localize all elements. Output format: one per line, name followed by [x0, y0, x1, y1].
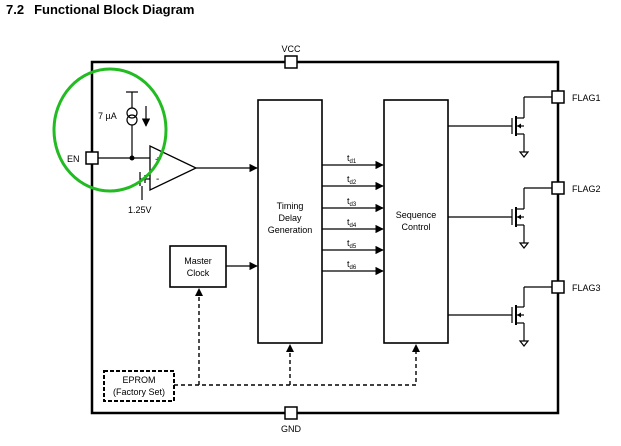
delay-label: td2	[347, 174, 357, 186]
timing-delay-block	[257, 99, 323, 344]
master-clock-label-2: Clock	[187, 268, 210, 278]
flag1-pin	[551, 90, 565, 104]
gnd-pin	[284, 406, 298, 420]
flag2-label: FLAG2	[572, 184, 601, 194]
sequence-label-1: Sequence	[396, 210, 437, 220]
current-source-circle-2	[126, 114, 138, 126]
en-label: EN	[67, 154, 80, 164]
current-value: 7 µA	[98, 111, 117, 121]
master-clock-block	[169, 245, 227, 288]
eprom-label-2: (Factory Set)	[113, 387, 165, 397]
output-transistor-icon	[448, 286, 552, 347]
output-transistor-icon	[448, 96, 552, 158]
vcc-pin	[284, 55, 298, 69]
comparator-minus: -	[156, 174, 159, 185]
eprom-to-sequence-arrow	[412, 344, 420, 352]
eprom-bus	[174, 292, 417, 386]
current-source-circle-1	[126, 107, 138, 119]
eprom-to-timing-arrow	[286, 344, 294, 352]
sequence-label-2: Control	[401, 222, 430, 232]
vcc-label: VCC	[281, 44, 301, 54]
section-title: Functional Block Diagram	[34, 2, 195, 17]
en-pin	[85, 151, 99, 165]
timing-label-3: Generation	[268, 225, 313, 235]
eprom-label-1: EPROM	[122, 375, 155, 385]
eprom-block	[103, 370, 175, 402]
master-clock-label-1: Master	[184, 256, 212, 266]
delay-label: td5	[347, 238, 357, 250]
timing-label-1: Timing	[277, 201, 304, 211]
delay-label: td6	[347, 259, 357, 271]
delay-label: td4	[347, 217, 357, 229]
flag2-pin	[551, 181, 565, 195]
eprom-to-clock-arrow	[195, 288, 203, 296]
gnd-label: GND	[281, 424, 302, 434]
delay-label: td1	[347, 153, 357, 165]
output-stages	[448, 96, 552, 347]
delay-signal-arrows: td1 td2 td3 td4 td5 td6	[322, 153, 384, 276]
delay-label: td3	[347, 196, 357, 208]
section-heading: 7.2 Functional Block Diagram	[6, 2, 194, 17]
sequence-control-block	[383, 99, 449, 344]
reference-voltage: 1.25V	[128, 205, 152, 215]
flag1-label: FLAG1	[572, 93, 601, 103]
highlight-circle	[52, 67, 168, 193]
chip-outline	[90, 60, 560, 415]
timing-label-2: Delay	[278, 213, 302, 223]
flag3-pin	[551, 280, 565, 294]
flag3-label: FLAG3	[572, 283, 601, 293]
section-number: 7.2	[6, 2, 25, 17]
output-transistor-icon	[448, 187, 552, 249]
